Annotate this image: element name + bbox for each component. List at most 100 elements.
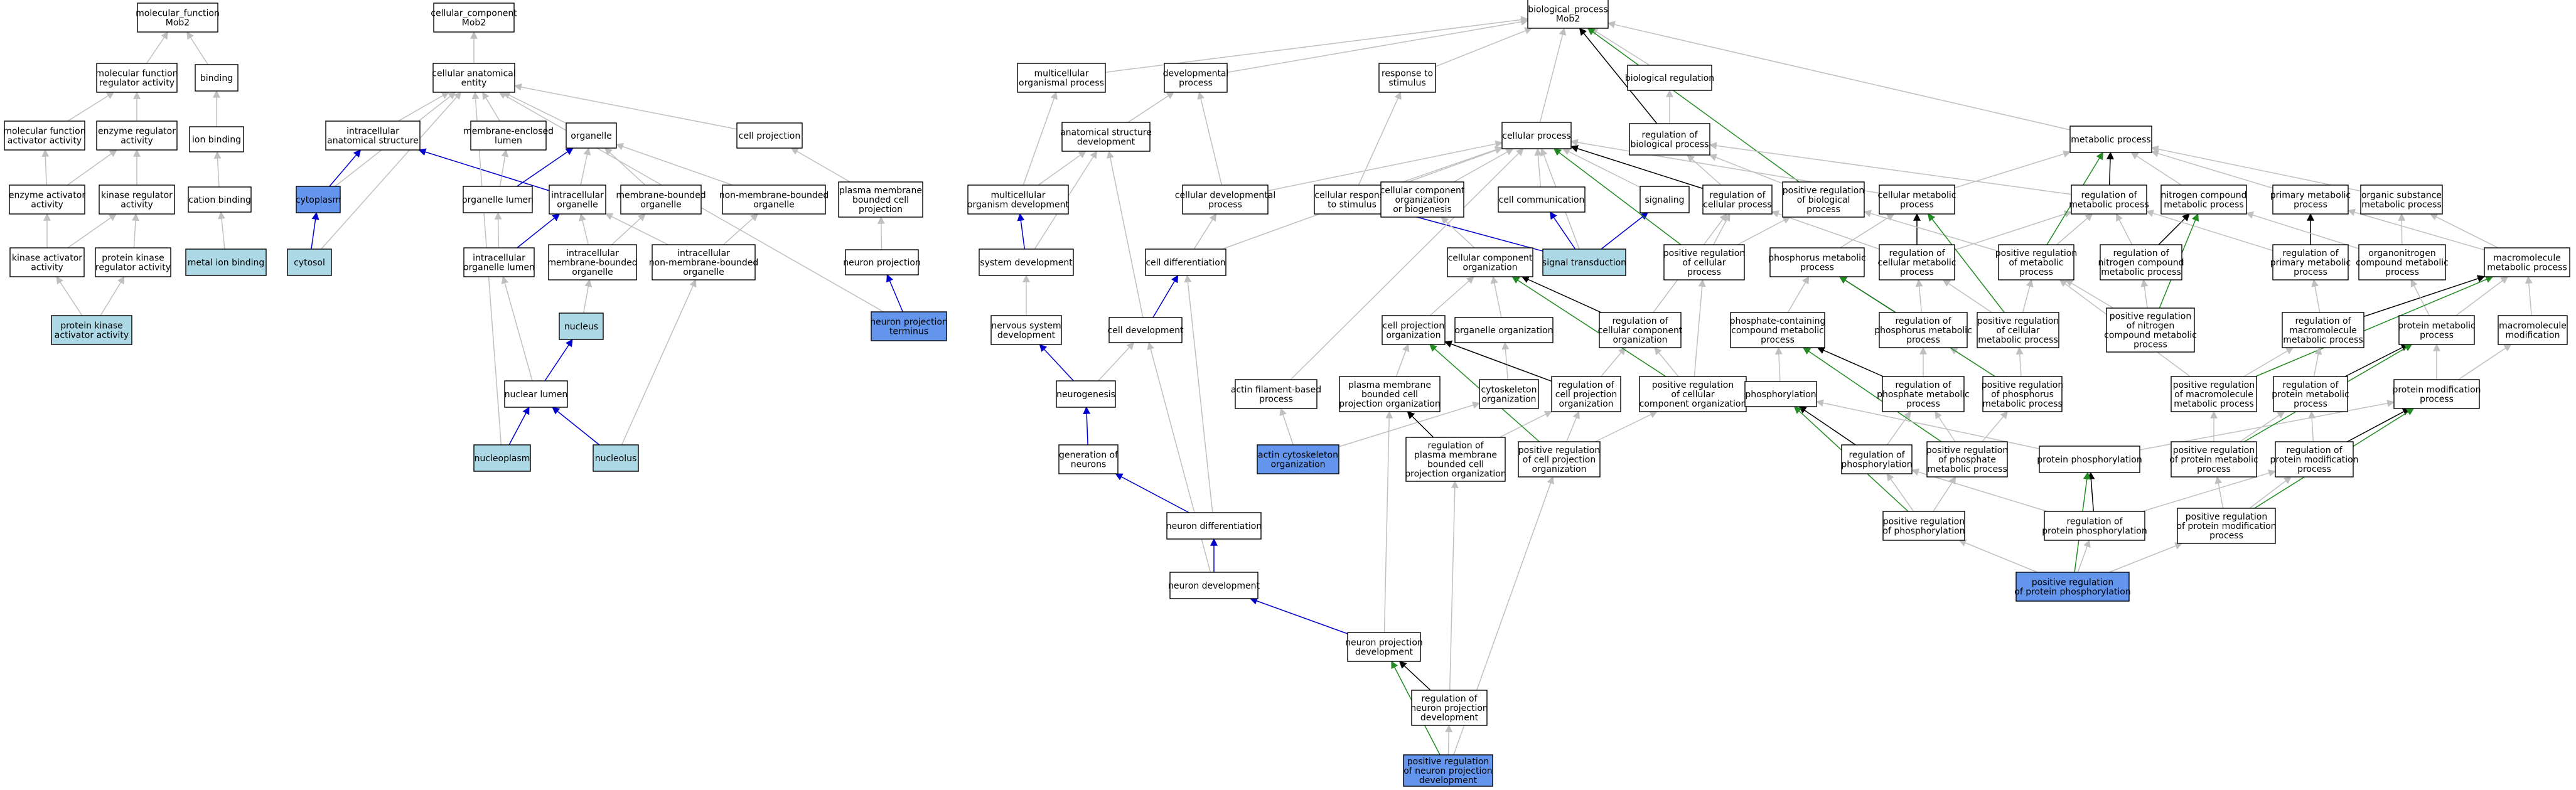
go-term-node-celldiff[interactable]: cell differentiation [1145,248,1226,276]
go-term-node-cyto[interactable]: cytoplasm [296,186,341,213]
go-term-node-inmbo[interactable]: intracellularnon-membrane-boundedorganel… [649,244,759,280]
go-term-node-ccomm[interactable]: cell communication [1498,186,1586,213]
go-term-node-ndiff[interactable]: neuron differentiation [1166,512,1262,540]
go-term-node-org[interactable]: organelle [566,122,617,149]
go-term-node-signaling[interactable]: signaling [1640,186,1690,213]
go-term-node-cellp[interactable]: cellular process [1501,122,1572,149]
go-term-node-metb[interactable]: metal ion binding [185,248,267,276]
go-term-node-nucleoplasm[interactable]: nucleoplasm [473,444,531,472]
go-term-node-neurogenesis[interactable]: neurogenesis [1056,380,1116,408]
go-term-node-ionb[interactable]: ion binding [189,126,244,152]
go-term-node-orglum[interactable]: organelle lumen [462,186,534,213]
go-term-node-celldev[interactable]: cell development [1108,317,1184,343]
go-term-node-ndev[interactable]: neuron development [1168,572,1260,599]
go-term-node-cytosol[interactable]: cytosol [287,248,332,276]
go-term-node-sigtrans[interactable]: signal transduction [1542,248,1626,276]
go-term-node-sysdev[interactable]: system development [979,248,1074,276]
go-term-node-orgorg[interactable]: organelle organization [1454,317,1554,343]
go-term-node-cproj[interactable]: cell projection [736,122,803,149]
go-term-node-nucleus[interactable]: nucleus [559,312,604,340]
go-term-node-catb[interactable]: cation binding [188,186,252,213]
go-term-node-binding[interactable]: binding [195,64,239,92]
go-term-node-bioreg[interactable]: biological regulation [1625,65,1714,91]
go-term-node-phosph[interactable]: phosphorylation [1744,381,1817,407]
